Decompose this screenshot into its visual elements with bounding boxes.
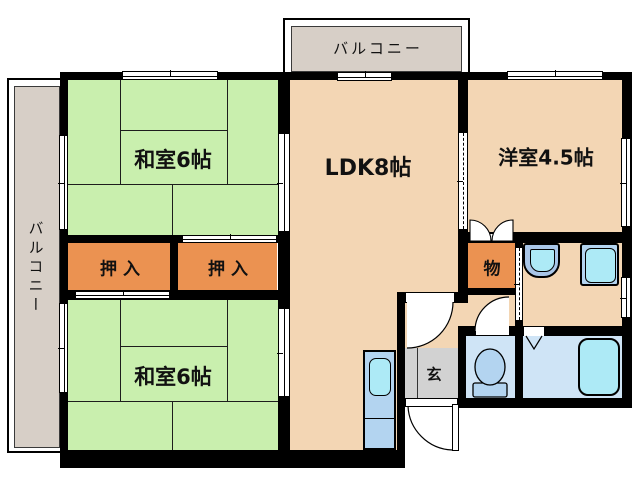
sliding-door — [277, 133, 290, 232]
tatami-line — [68, 184, 278, 185]
wall-genkan-left — [397, 292, 405, 468]
closet-oshiire-left — [68, 243, 170, 290]
wall-yoshitsu-bottom — [458, 232, 622, 243]
kitchen-sink-icon — [369, 358, 391, 396]
window — [122, 70, 218, 80]
label-washitsu-bottom: 和室6帖 — [134, 365, 212, 389]
balcony-left-label: バルコニー — [26, 220, 45, 316]
fusuma-oshiire-right — [182, 234, 277, 243]
wall-toilet-bath — [515, 336, 523, 398]
tatami-line — [227, 80, 228, 185]
balcony-top-floor — [291, 26, 462, 72]
wall-right — [622, 80, 632, 408]
door-arc-toilet — [474, 296, 510, 332]
tatami-line — [227, 300, 228, 402]
kitchen-counter — [363, 350, 396, 450]
label-storage: 物 — [483, 259, 501, 280]
window — [507, 70, 603, 80]
closet-oshiire-right — [178, 243, 277, 290]
room-washitsu-top — [68, 80, 278, 235]
wall-left — [60, 80, 68, 450]
door-opening-bath — [524, 327, 544, 336]
closet-storage — [468, 243, 515, 288]
washing-machine-tub — [585, 248, 616, 283]
wall-genkan-toilet — [458, 336, 466, 398]
window — [337, 71, 392, 81]
door-arc-entrance — [407, 404, 459, 451]
wall-bottom-right — [458, 398, 632, 408]
label-yoshitsu: 洋室4.5帖 — [498, 145, 594, 170]
room-washitsu-bottom — [68, 300, 278, 450]
sliding-door — [514, 247, 523, 321]
entrance-threshold — [405, 398, 458, 407]
balcony-top-label: バルコニー — [333, 39, 423, 58]
balcony-left-floor — [14, 86, 60, 448]
wall-storage-bottom — [460, 288, 515, 295]
fusuma-oshiire-left — [75, 290, 170, 299]
washing-machine-icon — [580, 243, 619, 286]
wash-basin-icon — [523, 243, 560, 278]
window — [620, 138, 631, 227]
kitchen-counter-divider — [365, 418, 394, 419]
room-genkan — [405, 348, 458, 398]
wall-oshiire-top — [67, 235, 281, 243]
tatami-line — [172, 185, 173, 235]
room-ldk — [290, 80, 458, 292]
sliding-door — [457, 132, 468, 230]
double-door-yoshitsu-closet — [469, 219, 514, 242]
window — [58, 135, 68, 230]
tatami-line — [68, 401, 278, 402]
tatami-line — [120, 300, 121, 402]
tatami-line — [172, 402, 173, 450]
label-ldk: LDK8帖 — [324, 156, 412, 181]
folding-door-bath — [525, 335, 543, 351]
wall-washroom-bath — [523, 326, 622, 336]
toilet-icon — [472, 348, 508, 398]
label-washitsu-top: 和室6帖 — [134, 148, 212, 172]
wall-oshiire-divider — [170, 243, 178, 290]
window — [620, 277, 631, 318]
genkan-step-line — [417, 348, 418, 398]
bathtub-icon — [578, 338, 620, 396]
label-genkan: 玄 — [426, 365, 442, 384]
sliding-door — [277, 308, 290, 397]
wall-oshiire-bottom — [67, 290, 281, 300]
room-yoshitsu — [468, 80, 622, 232]
label-oshiire-right: 押入 — [208, 259, 254, 280]
label-oshiire-left: 押入 — [100, 259, 146, 280]
tatami-line — [120, 346, 228, 347]
wash-basin-bowl — [530, 249, 555, 272]
tatami-line — [120, 130, 228, 131]
tatami-line — [120, 80, 121, 185]
door-arc-hall — [406, 301, 454, 349]
wall-bottom-left — [60, 450, 405, 468]
window — [58, 303, 68, 393]
